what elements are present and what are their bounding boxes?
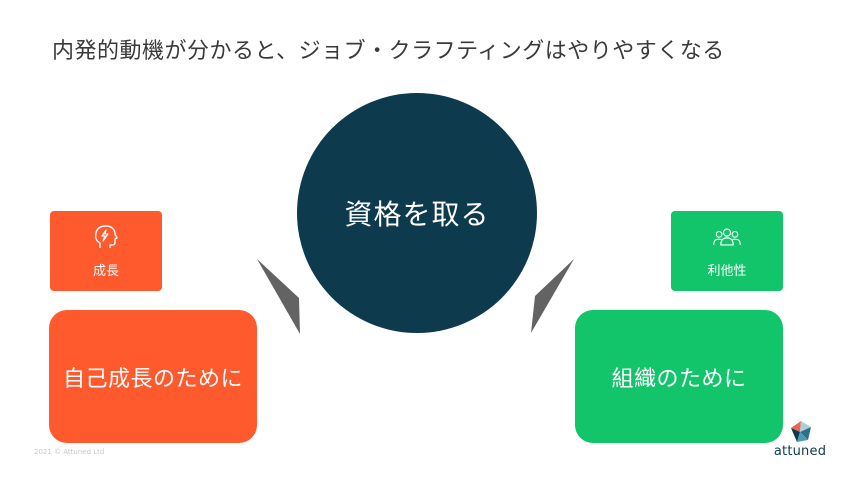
attuned-logo-icon: [791, 421, 811, 442]
people-group-icon: [713, 227, 741, 246]
organization-label: 組織のために: [611, 366, 747, 392]
center-circle: 資格を取る: [297, 93, 537, 333]
attuned-logo-text: attuned: [773, 444, 827, 459]
self-growth-label: 自己成長のために: [62, 366, 243, 392]
center-label: 資格を取る: [344, 198, 490, 231]
self-growth-box: 自己成長のために: [49, 310, 257, 443]
left-connector-arrow: [257, 259, 300, 334]
altruism-badge-label: 利他性: [707, 263, 747, 279]
growth-badge-label: 成長: [92, 263, 119, 279]
head-lightning-icon: [94, 224, 118, 248]
slide-title: 内発的動機が分かると、ジョブ・クラフティングはやりやすくなる: [52, 39, 725, 64]
right-connector-arrow: [531, 259, 574, 333]
organization-box: 組織のために: [575, 310, 783, 443]
attuned-logo: attuned: [773, 418, 827, 464]
altruism-badge: 利他性: [671, 211, 783, 291]
growth-badge: 成長: [50, 211, 162, 291]
copyright-text: 2021 © Attuned Ltd: [34, 448, 105, 456]
